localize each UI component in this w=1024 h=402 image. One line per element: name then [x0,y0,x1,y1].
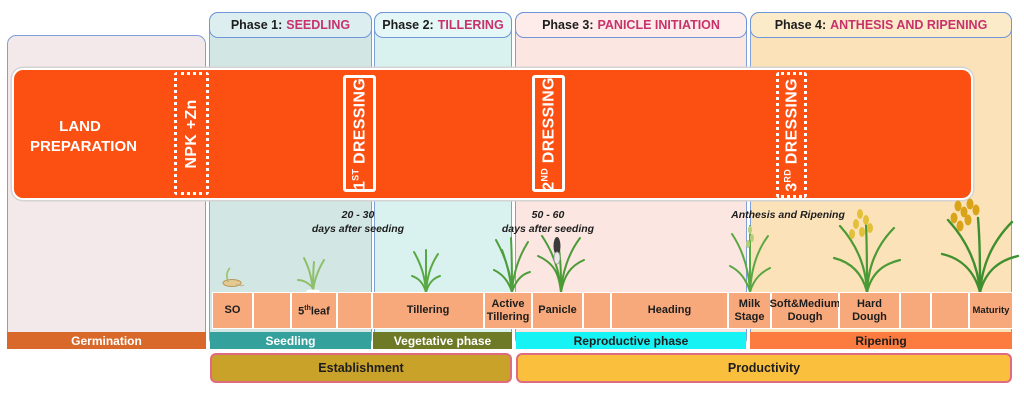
stage-fifth-leaf-num: 5 [298,305,305,318]
panicle-plant-icon [537,235,585,293]
fertilizer-band [12,68,973,200]
stage-active-tillering-label: Active Tillering [487,298,530,324]
phase3-header: Phase 3: PANICLE INITIATION [515,12,747,38]
stage-hard-dough-line2: Dough [852,310,887,323]
phase3-label: Phase 3: [542,18,594,32]
stage-milk-label: Milk Stage [735,298,765,324]
stage-panicle: Panicle [532,292,583,329]
first-dressing-label: 1ST DRESSING [350,77,369,189]
stage-blank-2 [337,292,372,329]
stage-heading: Heading [611,292,728,329]
category-vegetative: Vegetative phase [373,332,512,349]
category-germination: Germination [7,332,206,349]
first-dressing-word: DRESSING [351,77,369,169]
first-dressing-sup: ST [349,168,360,181]
stage-soft-medium-dough: Soft&Medium Dough [770,292,841,329]
first-dressing-box: 1ST DRESSING [343,75,376,192]
stage-tillering: Tillering [372,292,484,329]
stage-hard-dough: Hard Dough [839,292,900,329]
second-dressing-range: 50 - 60 [531,209,565,221]
second-dressing-num: 2 [540,181,558,191]
land-preparation-line2: PREPARATION [30,138,137,155]
third-dressing-num: 3 [783,182,801,192]
active-tillering-plant-icon [493,237,531,293]
stage-fifth-leaf-sup: th [304,305,311,313]
phase1-name: SEEDLING [286,18,351,32]
group-establishment-label: Establishment [318,361,404,375]
stage-blank-5 [931,292,969,329]
category-ripening: Ripening [750,332,1012,349]
stage-active-tillering-line2: Tillering [486,310,530,323]
stage-soft-dough-label: Soft&Medium Dough [770,298,841,324]
group-establishment: Establishment [210,353,512,383]
phase1-label: Phase 1: [230,18,283,32]
seedling-plant-icon [297,257,325,293]
phase1-header: Phase 1: SEEDLING [209,12,372,38]
stage-so-label: SO [224,304,241,316]
category-reproductive: Reproductive phase [516,332,746,349]
category-reproductive-label: Reproductive phase [573,333,689,348]
second-dressing-timing: 50 - 60 days after seeding [488,208,608,236]
third-dressing-word: DRESSING [783,78,801,169]
first-dressing-num: 1 [351,180,369,190]
third-dressing-timing: Anthesis and Ripening [728,208,848,222]
second-dressing-sup: ND [538,167,549,182]
phase4-name: ANTHESIS AND RIPENING [830,18,988,32]
third-dressing-note: Anthesis and Ripening [731,209,845,221]
category-vegetative-label: Vegetative phase [393,333,492,348]
land-preparation-line1: LAND [59,118,101,135]
category-seedling: Seedling [210,332,371,349]
stage-so: SO [212,292,253,329]
phase3-name: PANICLE INITIATION [597,18,720,32]
milk-stage-plant-icon [729,225,771,293]
mature-plant-icon [940,198,1020,294]
second-dressing-unit: days after seeding [501,223,595,235]
second-dressing-label: 2ND DRESSING [539,77,558,191]
germinating-seed-icon [222,267,245,287]
stage-fifth-leaf-word: leaf [310,305,330,318]
third-dressing-box: 3RD DRESSING [776,72,807,198]
category-germination-label: Germination [71,333,142,348]
stage-milk-line2: Stage [734,310,765,323]
first-dressing-range: 20 - 30 [341,209,375,221]
basal-npk-zn-box: NPK +Zn [174,72,209,195]
category-ripening-label: Ripening [855,333,907,348]
tillering-plant-icon [411,249,441,293]
phase2-label: Phase 2: [382,18,434,32]
stage-hard-dough-line1: Hard [856,297,883,310]
stage-blank-1 [253,292,291,329]
stage-maturity: Maturity [969,292,1013,329]
stage-soft-dough-line1: Soft&Medium [769,297,841,310]
stage-milk: Milk Stage [728,292,771,329]
stage-active-tillering-line1: Active [491,297,525,310]
group-productivity-label: Productivity [727,361,801,375]
third-dressing-sup: RD [781,168,792,183]
phase4-label: Phase 4: [774,18,827,32]
first-dressing-unit: days after seeding [311,223,405,235]
phase4-header: Phase 4: ANTHESIS AND RIPENING [750,12,1012,38]
stage-soft-dough-line2: Dough [787,310,823,323]
stage-milk-line1: Milk [738,297,761,310]
stage-panicle-label: Panicle [538,304,577,316]
stage-tillering-label: Tillering [406,304,450,316]
first-dressing-timing: 20 - 30 days after seeding [298,208,418,236]
land-preparation-label: LAND PREPARATION [30,117,137,157]
phase2-header: Phase 2: TILLERING [374,12,512,38]
dough-stage-plant-icon [832,209,902,294]
second-dressing-word: DRESSING [540,76,558,168]
stage-blank-3 [583,292,611,329]
stage-blank-4 [900,292,931,329]
third-dressing-label: 3RD DRESSING [782,78,801,192]
stage-active-tillering: Active Tillering [484,292,532,329]
group-productivity: Productivity [516,353,1012,383]
stage-maturity-label: Maturity [972,305,1010,316]
stage-fifth-leaf-label: 5thleaf [298,302,330,319]
basal-npk-zn-label: NPK +Zn [182,98,200,169]
stage-heading-label: Heading [647,304,692,316]
second-dressing-box: 2ND DRESSING [532,75,565,192]
phase2-name: TILLERING [437,18,504,32]
stage-fifth-leaf: 5thleaf [291,292,337,329]
stage-hard-dough-label: Hard Dough [852,298,887,324]
category-seedling-label: Seedling [265,333,316,348]
